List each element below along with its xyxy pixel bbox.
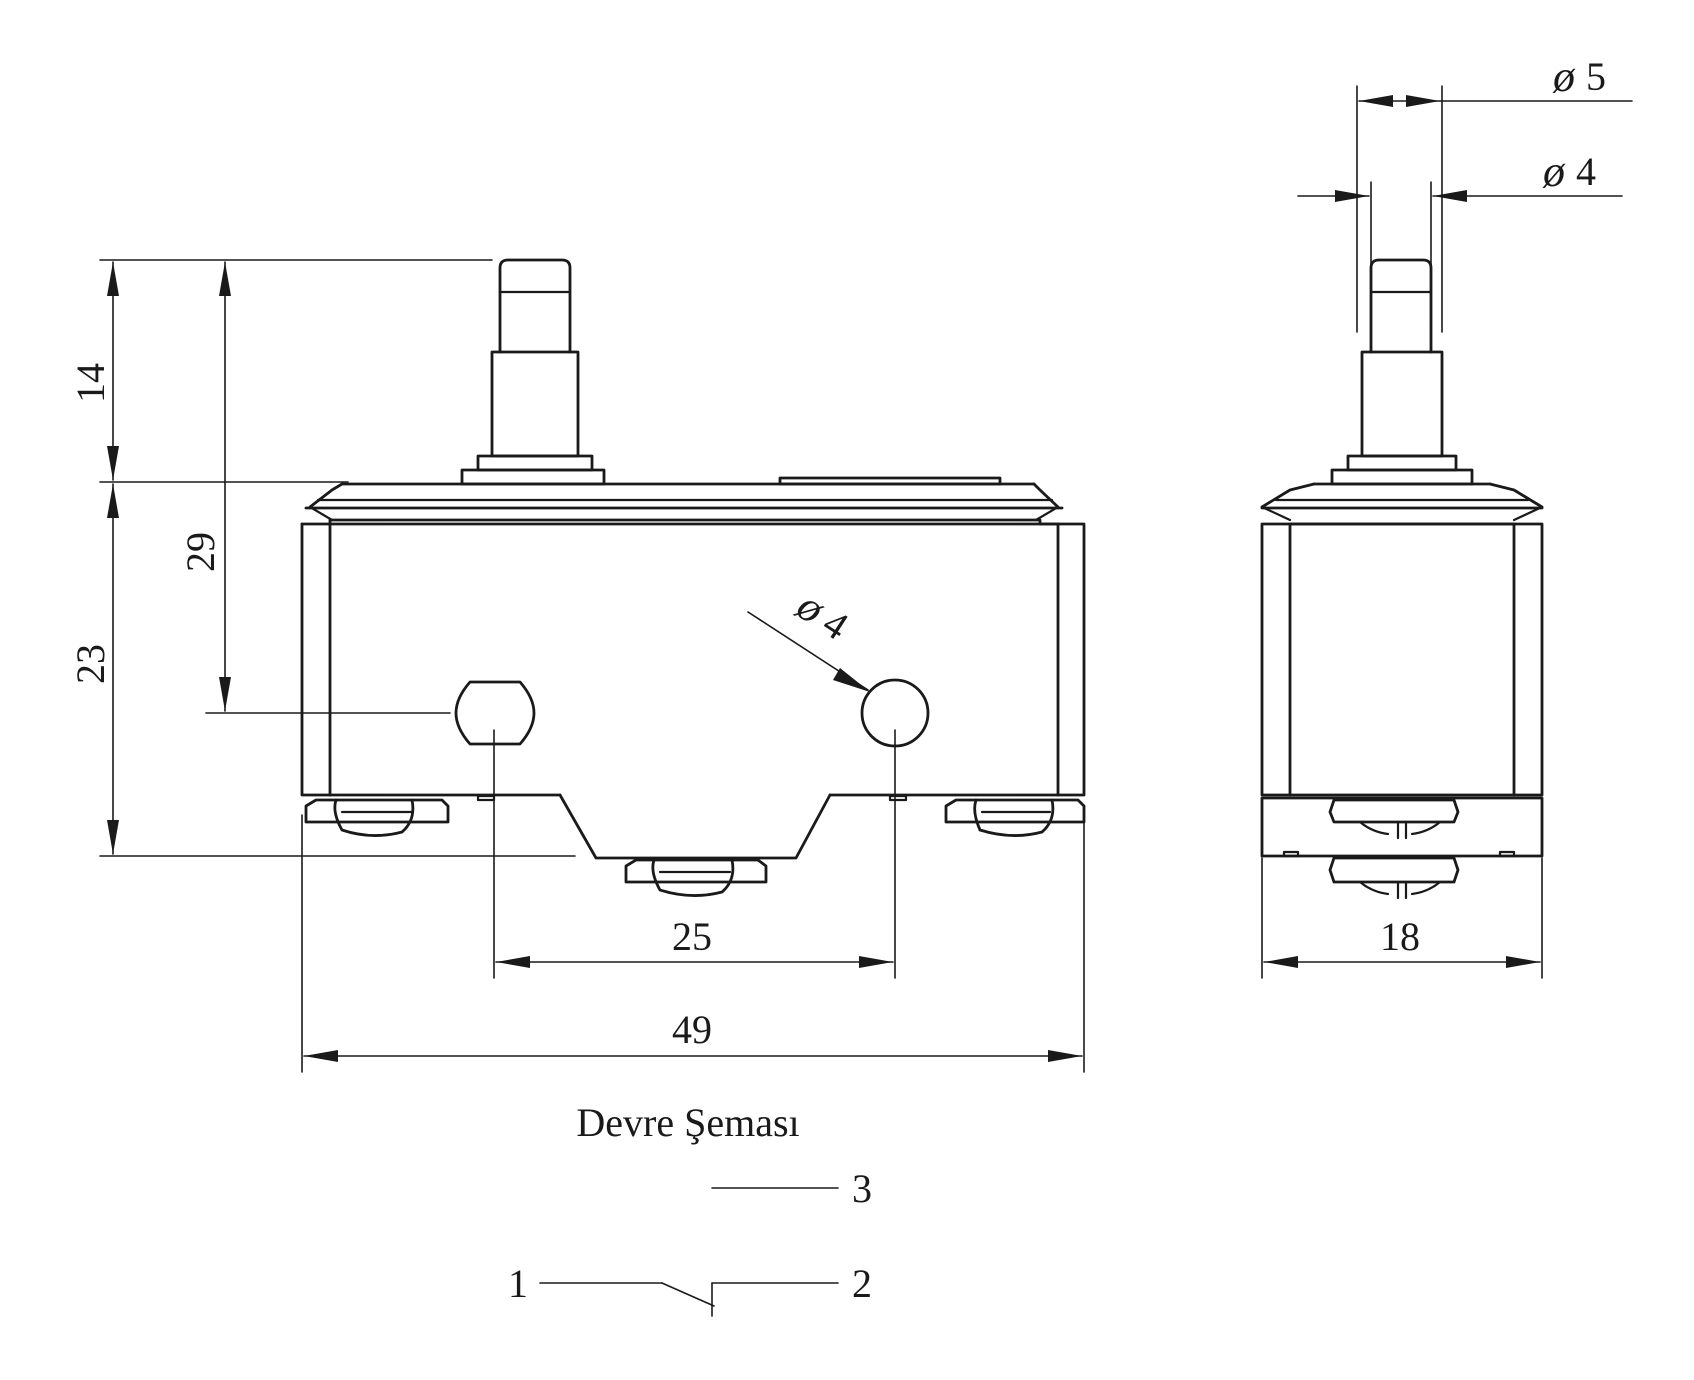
terminal-1-label: 1 — [508, 1261, 528, 1306]
dim-mount-hole-height: 29 — [178, 532, 223, 572]
circuit-diagram: Devre Şeması 3 1 2 — [508, 1100, 872, 1317]
side-plunger — [1330, 258, 1474, 486]
dim-hole-spacing: 25 — [672, 914, 712, 959]
dim-plunger-tip-diameter: 4 — [1576, 149, 1596, 194]
diameter-symbol: ø — [1552, 52, 1576, 101]
circuit-title: Devre Şeması — [576, 1100, 799, 1145]
dim-plunger-height: 14 — [68, 363, 113, 403]
front-terminals — [304, 794, 1086, 897]
dimension-lines — [99, 85, 1633, 1073]
dim-plunger-outer-diameter: 5 — [1586, 54, 1606, 99]
front-view — [300, 258, 1086, 897]
terminal-2-label: 2 — [852, 1261, 872, 1306]
dim-body-height: 23 — [68, 644, 113, 684]
dim-body-width: 18 — [1380, 914, 1420, 959]
dimension-labels: 14 29 23 25 49 18 ø 5 ø 4 ø 4 — [68, 52, 1606, 1052]
terminal-3-label: 3 — [852, 1166, 872, 1211]
front-mount-hole-left — [454, 680, 536, 746]
side-view — [1260, 258, 1544, 900]
diameter-symbol: ø — [1542, 147, 1566, 196]
side-body — [1260, 522, 1544, 900]
front-top-cap — [304, 476, 1064, 522]
switch-blade — [661, 1282, 715, 1307]
front-plunger — [460, 258, 606, 486]
dim-body-length: 49 — [672, 1007, 712, 1052]
side-top-cap — [1260, 482, 1544, 522]
front-body — [300, 518, 1086, 860]
